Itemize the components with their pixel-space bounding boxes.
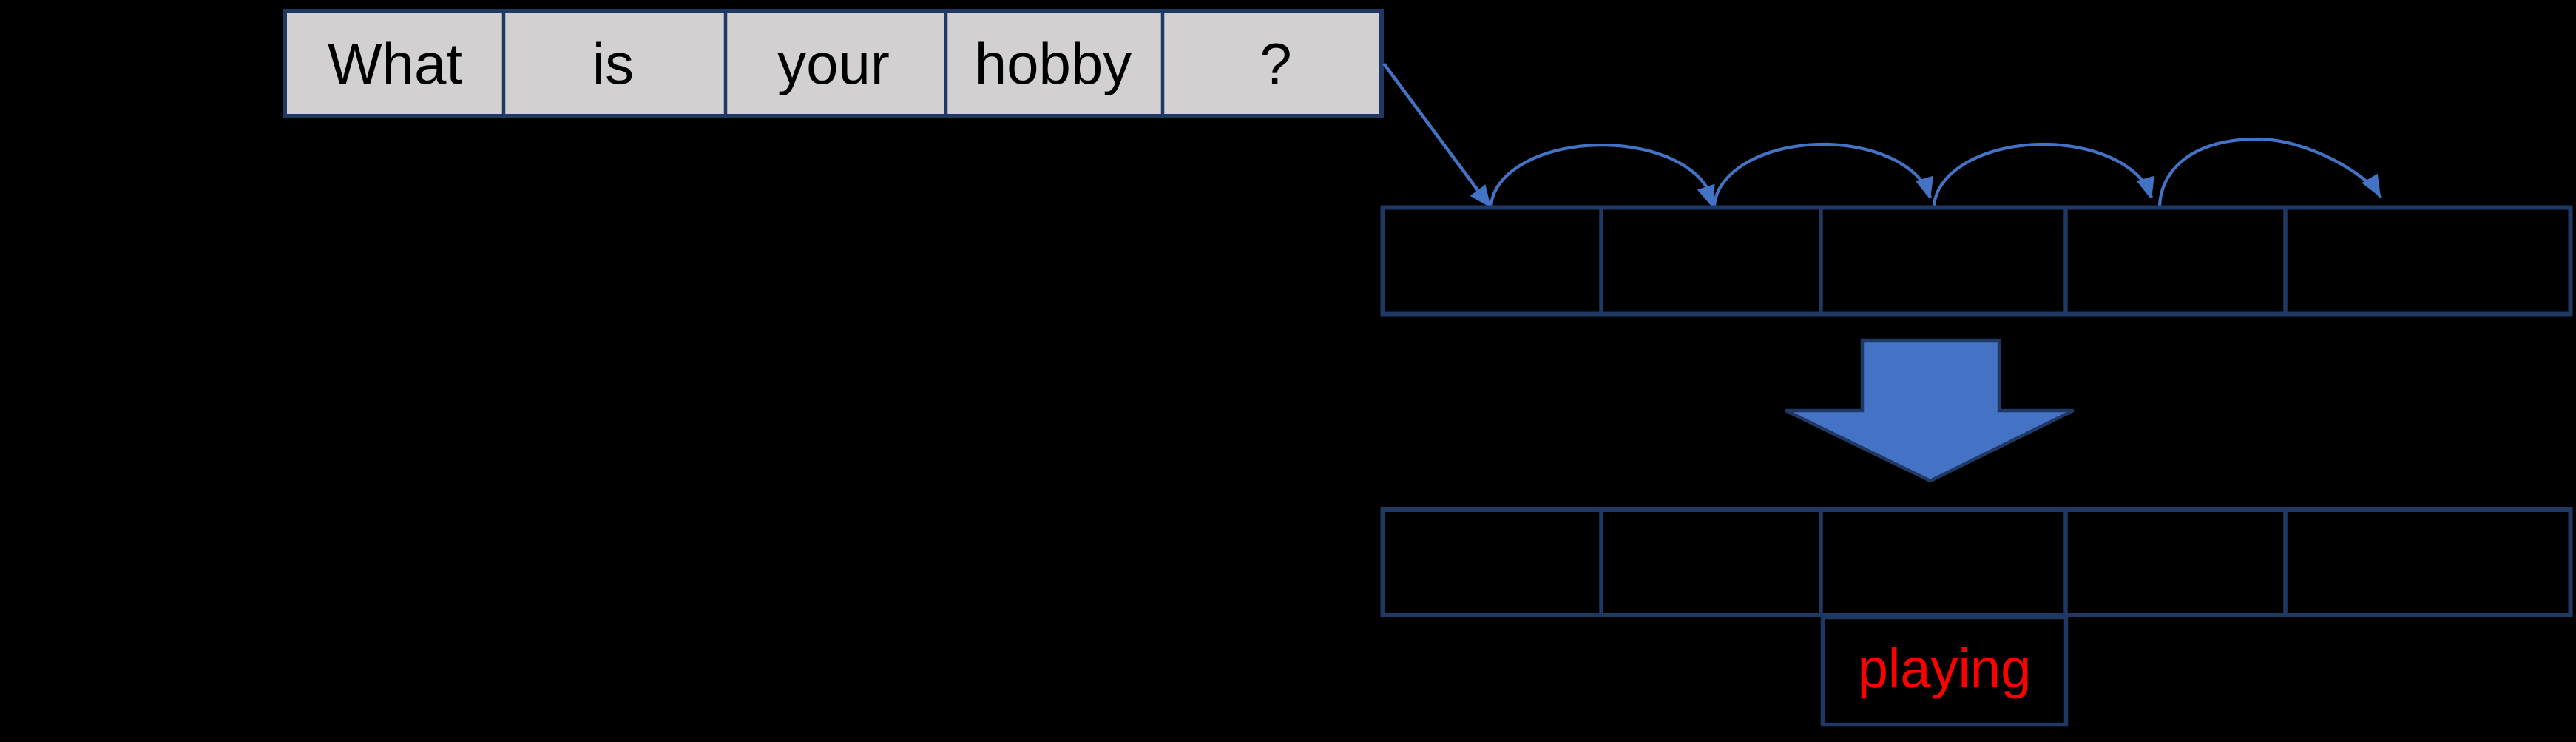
svg-text:is: is: [592, 31, 634, 96]
svg-text:?: ?: [1260, 31, 1291, 96]
svg-text:What: What: [328, 31, 462, 96]
svg-text:playing: playing: [1858, 638, 2032, 699]
svg-text:your: your: [777, 31, 890, 96]
svg-text:hobby: hobby: [975, 31, 1132, 96]
